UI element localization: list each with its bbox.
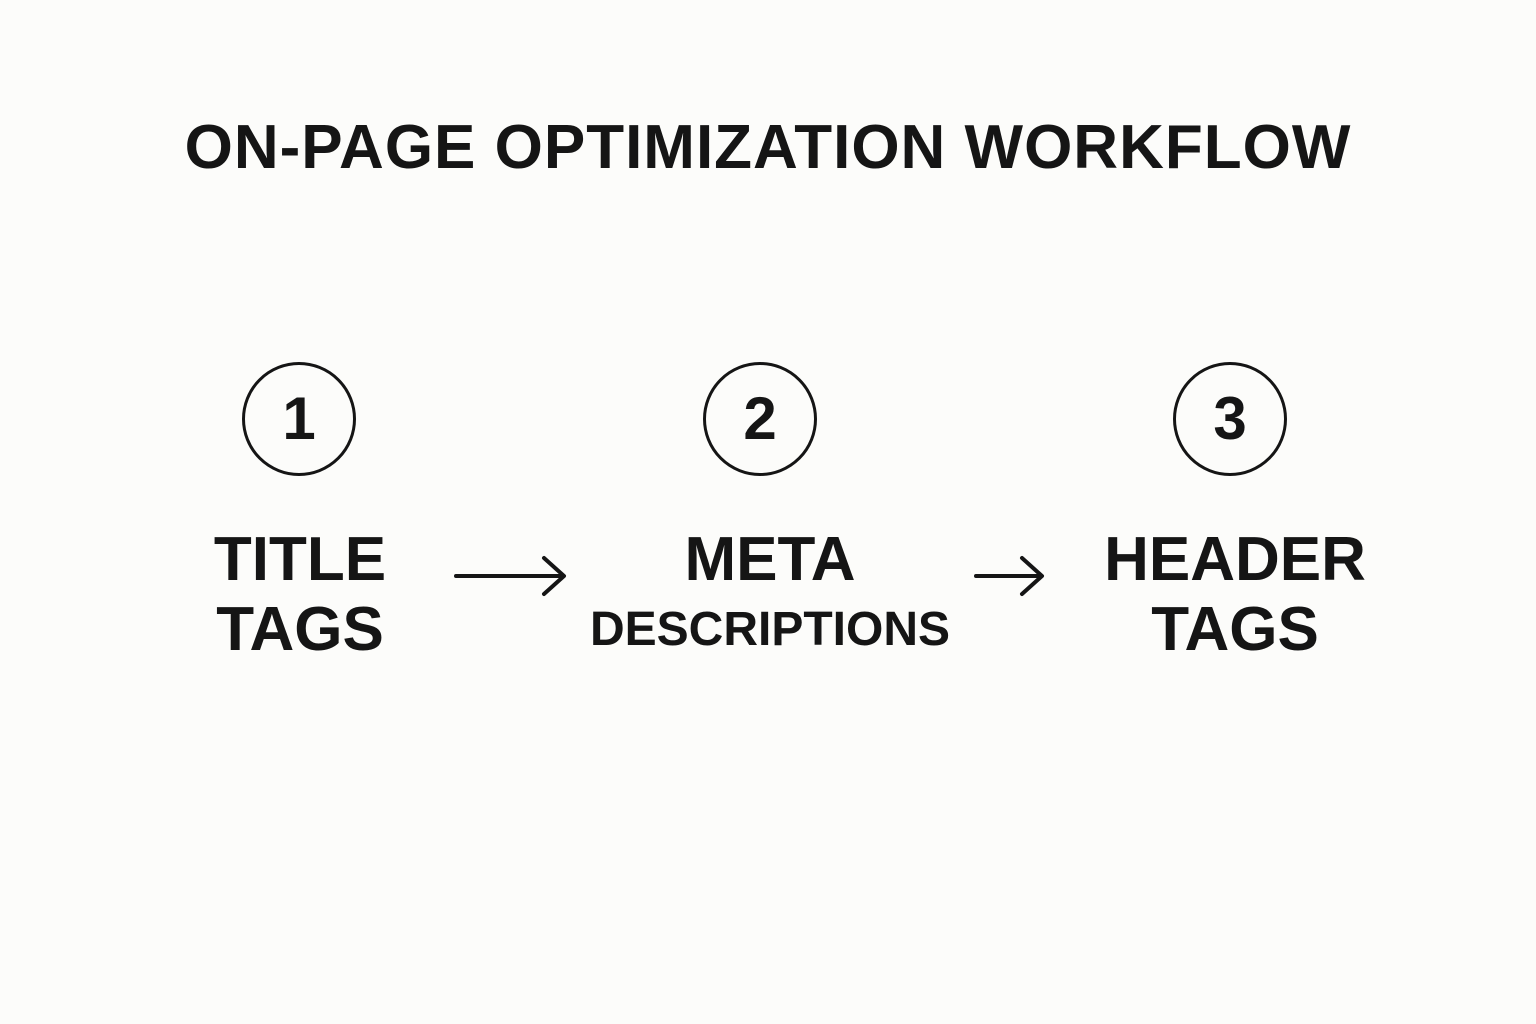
step-3-number: 3: [1213, 385, 1247, 452]
step-2-label-line1: META: [684, 525, 856, 594]
diagram-title: ON-PAGE OPTIMIZATION WORKFLOW: [184, 113, 1352, 182]
step-3-label: HEADER TAGS: [1080, 525, 1390, 665]
step-1-number-badge: 1: [242, 362, 356, 476]
arrow-right-icon: [974, 556, 1044, 596]
step-2-number: 2: [743, 385, 777, 452]
step-3-label-line1: HEADER: [1104, 525, 1366, 594]
step-1-label-line2: TAGS: [216, 595, 384, 664]
step-3-number-badge: 3: [1173, 362, 1287, 476]
step-1-label-line1: TITLE: [213, 525, 387, 594]
step-2-label: META DESCRIPTIONS: [570, 525, 970, 665]
arrow-right-icon: [454, 556, 566, 596]
step-1-number: 1: [282, 385, 316, 452]
step-2-number-badge: 2: [703, 362, 817, 476]
step-3-label-line2: TAGS: [1151, 595, 1319, 664]
step-2-label-line2: DESCRIPTIONS: [589, 603, 951, 656]
step-1-label: TITLE TAGS: [150, 525, 450, 665]
